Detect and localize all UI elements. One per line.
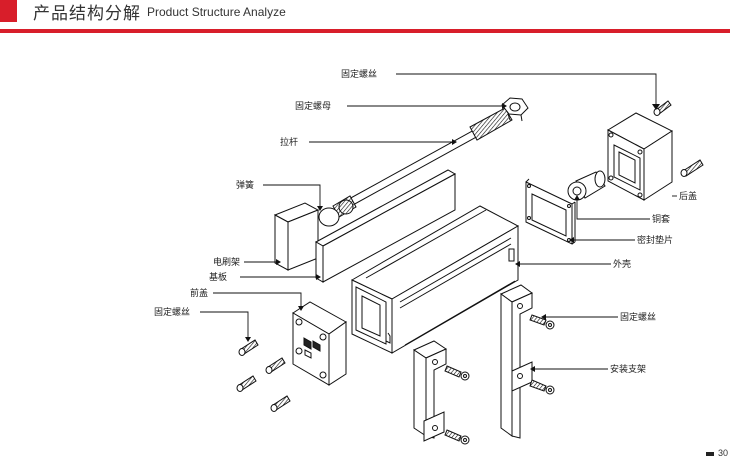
- screw-left-2: [265, 357, 286, 374]
- rear-cover: [606, 112, 674, 201]
- label-front-cover: 前盖: [190, 287, 208, 299]
- label-fixing-screw-right: 固定螺丝: [620, 311, 656, 323]
- header-accent-block: [0, 0, 17, 22]
- screw-bracket-right-1: [529, 314, 555, 330]
- screw-bracket-left-2: [444, 429, 470, 445]
- screw-rear-right: [680, 159, 704, 177]
- label-mounting-bracket: 安装支架: [610, 363, 646, 375]
- screw-left-4: [270, 395, 291, 412]
- label-pull-rod: 拉杆: [280, 136, 298, 148]
- page-number-mark: [706, 452, 714, 456]
- label-copper-sleeve: 铜套: [652, 213, 670, 225]
- screw-left-1: [238, 339, 259, 356]
- leader-arrows: [245, 103, 660, 372]
- header-divider: [0, 29, 730, 33]
- label-rear-cover: 后盖: [679, 190, 697, 202]
- spring: [318, 199, 354, 227]
- outer-shell: [350, 205, 520, 354]
- label-brush-holder: 电刷架: [213, 256, 240, 268]
- label-spring: 弹簧: [236, 179, 254, 191]
- page-title-english: Product Structure Analyze: [147, 5, 286, 19]
- base-plate: [314, 169, 457, 283]
- page-header: 产品结构分解 Product Structure Analyze: [0, 0, 730, 36]
- mounting-bracket-left: [412, 340, 448, 442]
- screw-bracket-left-1: [444, 365, 470, 381]
- label-base-plate: 基板: [209, 271, 227, 283]
- sealing-gasket: [525, 178, 576, 245]
- label-fixing-screw-top: 固定螺丝: [341, 68, 377, 80]
- label-outer-shell: 外壳: [613, 258, 631, 270]
- screw-bracket-right-2: [529, 379, 555, 395]
- label-sealing-gasket: 密封垫片: [637, 234, 673, 246]
- front-cover: [292, 301, 347, 386]
- label-fixing-nut: 固定螺母: [295, 100, 331, 112]
- brush-holder: [273, 202, 320, 271]
- leader-lines: [200, 73, 677, 370]
- page-number: 30: [717, 448, 728, 458]
- fixing-nut: [501, 97, 529, 122]
- copper-sleeve: [567, 170, 606, 201]
- screw-left-3: [236, 375, 257, 392]
- page-title-chinese: 产品结构分解: [33, 4, 141, 24]
- mounting-bracket-right: [500, 284, 533, 439]
- label-fixing-screw-left: 固定螺丝: [154, 306, 190, 318]
